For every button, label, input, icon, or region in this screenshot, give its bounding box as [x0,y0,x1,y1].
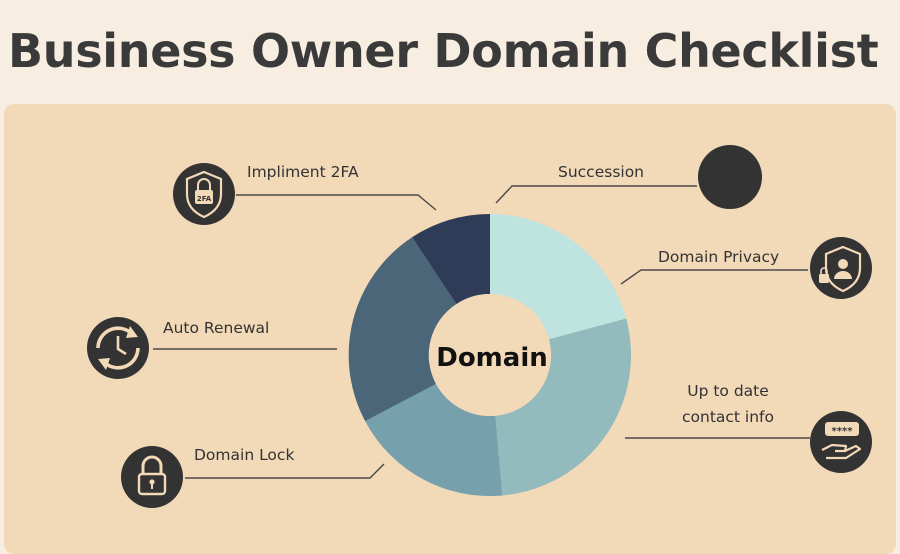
segment-impliment-2fa [412,213,490,305]
privacy-shield-icon [810,237,872,299]
page-title: Business Owner Domain Checklist [8,24,879,78]
segment-succession-privacy [490,214,627,340]
svg-text:2FA: 2FA [197,195,212,203]
label-impliment-2fa: Impliment 2FA [247,163,359,181]
label-succession: Succession [558,163,644,181]
2fa-lock-icon: 2FA [173,163,235,225]
contact-info-hand-icon: **** [810,411,872,473]
connector-domain-lock [185,463,385,479]
segment-domain-lock [365,383,503,497]
connector-domain-privacy [620,269,808,285]
label-contact-info-line-2: contact info [682,408,774,426]
segment-contact-info [495,318,632,496]
label-contact-info-line-1: Up to date [687,382,769,400]
segment-auto-renewal [348,237,457,422]
connector-impliment-2fa [236,194,437,211]
connector-lines [153,185,810,479]
label-domain-lock: Domain Lock [194,446,294,464]
blank-circle-icon [698,145,762,209]
padlock-icon [121,446,183,508]
checklist-diagram: Domain Impliment 2FA Succession Domain P… [87,145,872,508]
connector-succession [495,185,697,204]
center-label: Domain [436,343,548,373]
donut-chart [348,213,632,497]
label-auto-renewal: Auto Renewal [163,319,269,337]
renewal-clock-icon [87,317,149,379]
donut-hole [429,294,551,416]
label-domain-privacy: Domain Privacy [658,248,779,266]
svg-text:****: **** [832,426,854,437]
